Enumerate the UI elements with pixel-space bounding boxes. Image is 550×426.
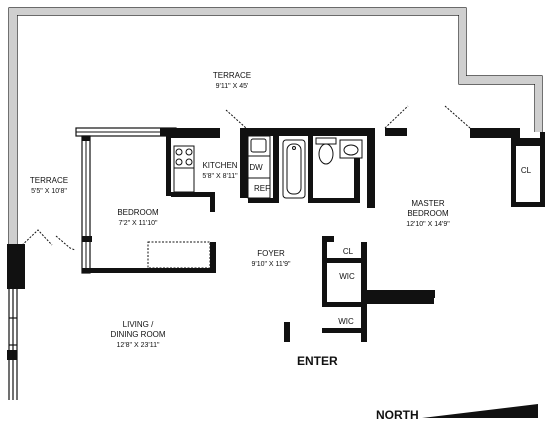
terrace-left-name: TERRACE — [30, 176, 68, 185]
enter-label: ENTER — [297, 354, 338, 368]
master-bedroom-name: MASTER — [411, 199, 445, 208]
kitchen-sink-icon — [247, 135, 271, 199]
door-swings — [16, 105, 471, 269]
fixture-labels: DW REF CL CL WIC WIC — [249, 163, 531, 326]
wic-2-label: WIC — [338, 317, 354, 326]
bathtub-icon — [282, 139, 306, 199]
terrace-boundary — [8, 7, 543, 250]
bedroom-dims: 7'2" X 11'10" — [118, 220, 158, 227]
stove-icon — [173, 145, 195, 193]
toilet-icon — [315, 137, 337, 165]
master-bedroom-dims: 12'10" X 14'9" — [406, 221, 450, 228]
master-bedroom-name2: BEDROOM — [407, 209, 449, 218]
hall-closet-label: CL — [343, 247, 354, 256]
terrace-top-name: TERRACE — [213, 71, 251, 80]
room-labels: TERRACE 9'11" X 45' TERRACE 5'5" X 10'8"… — [30, 71, 450, 349]
living-name: LIVING / — [123, 320, 154, 329]
north-label: NORTH — [376, 408, 419, 422]
bathroom-sink-icon — [339, 139, 363, 159]
master-closet-label: CL — [521, 166, 532, 175]
interior-walls — [7, 127, 545, 360]
living-room-windows — [8, 289, 18, 400]
dw-label: DW — [249, 163, 263, 172]
ref-label: REF — [254, 184, 270, 193]
north-arrow-icon — [422, 404, 538, 418]
terrace-top-dims: 9'11" X 45' — [216, 83, 249, 90]
wic-1-label: WIC — [339, 272, 355, 281]
kitchen-dims: 5'8" X 8'11" — [202, 173, 238, 180]
foyer-dims: 9'10" X 11'9" — [251, 261, 291, 268]
kitchen-name: KITCHEN — [202, 161, 237, 170]
bedroom-name: BEDROOM — [117, 208, 159, 217]
terrace-left-dims: 5'5" X 10'8" — [31, 188, 67, 195]
foyer-name: FOYER — [257, 249, 285, 258]
living-dims: 12'8" X 23'11" — [117, 342, 160, 349]
living-name2: DINING ROOM — [110, 330, 165, 339]
